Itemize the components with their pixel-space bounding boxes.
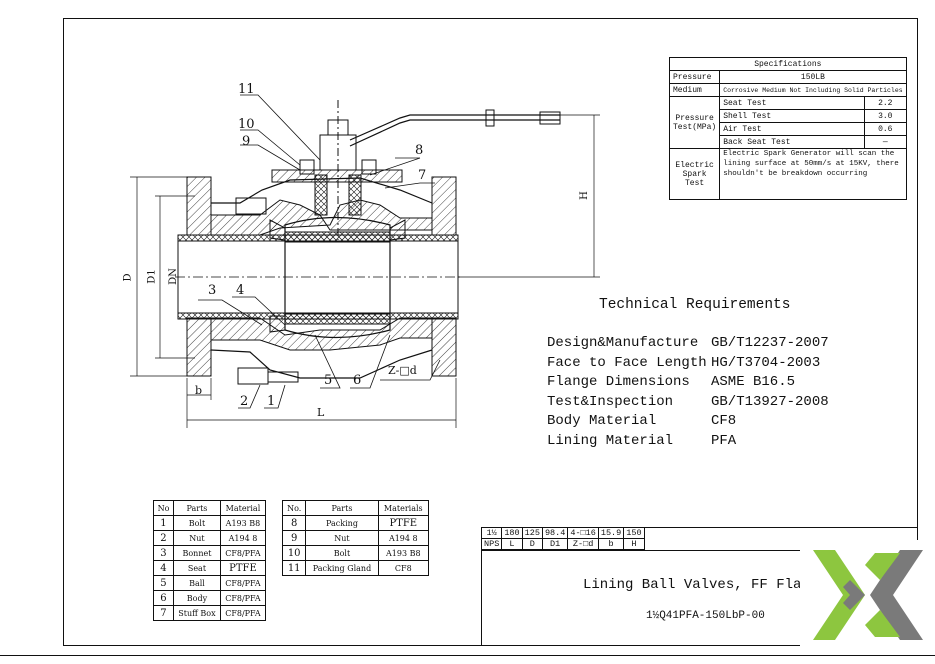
left-flange-top <box>186 176 212 236</box>
right-flange-top <box>431 176 457 236</box>
medium-label: Medium <box>668 83 721 97</box>
balloon-7: 7 <box>418 168 427 183</box>
balloon-9: 9 <box>242 134 251 149</box>
pressure-label: Pressure <box>668 70 721 84</box>
test-name: Shell Test <box>719 109 865 123</box>
test-value: — <box>863 135 907 149</box>
title-block <box>481 527 917 645</box>
col-header: Material <box>219 500 267 516</box>
balloon-8: 8 <box>415 143 424 158</box>
spec-title: Specifications <box>669 57 907 71</box>
dim-label-L: L <box>317 406 325 419</box>
balloon-5: 5 <box>324 373 333 388</box>
balloon-2: 2 <box>240 394 249 409</box>
col-header: No. <box>281 500 307 516</box>
title-rule <box>481 550 916 551</box>
spark-label: Electric Spark Test <box>668 148 721 200</box>
test-name: Seat Test <box>719 96 865 110</box>
dim-label-D: D <box>122 273 134 282</box>
dim-label-D1: D1 <box>146 269 158 284</box>
test-value: 0.6 <box>863 122 907 136</box>
col-header: Parts <box>305 500 379 516</box>
product-name: Lining Ball Valves, FF Flang <box>583 577 819 593</box>
company-logo <box>813 550 923 640</box>
balloon-11: 11 <box>238 82 255 97</box>
col-header: Parts <box>172 500 221 516</box>
drawing-border <box>63 18 918 646</box>
dim-label-H: H <box>578 191 590 200</box>
dim-label-DN: DN <box>167 268 179 285</box>
test-value: 3.0 <box>863 109 907 123</box>
test-name: Back Seat Test <box>719 135 865 149</box>
left-flange-bottom <box>186 317 212 377</box>
balloon-3: 3 <box>208 283 217 298</box>
pressure-value: 150LB <box>719 70 907 84</box>
balloon-10: 10 <box>238 117 255 132</box>
dim-label-b: b <box>195 384 203 397</box>
balloon-1: 1 <box>267 394 276 409</box>
pressure-test-label: Pressure Test(MPa) <box>668 96 721 149</box>
col-header: Materials <box>377 500 430 516</box>
balloon-6: 6 <box>353 373 362 388</box>
right-flange-bottom <box>431 317 457 377</box>
bottom-rule <box>0 655 935 656</box>
dim-label-zd: Z-□d <box>388 364 417 377</box>
medium-value: Corrosive Medium Not Including Solid Par… <box>719 83 907 97</box>
col-header: No <box>153 500 174 516</box>
requirements-title: Technical Requirements <box>599 297 791 313</box>
spark-text: Electric Spark Generator will scan the l… <box>719 148 907 200</box>
test-name: Air Test <box>719 122 865 136</box>
test-value: 2.2 <box>863 96 907 110</box>
balloon-4: 4 <box>236 283 245 298</box>
model-number: 1½Q41PFA-150LbP-00 <box>646 610 765 622</box>
